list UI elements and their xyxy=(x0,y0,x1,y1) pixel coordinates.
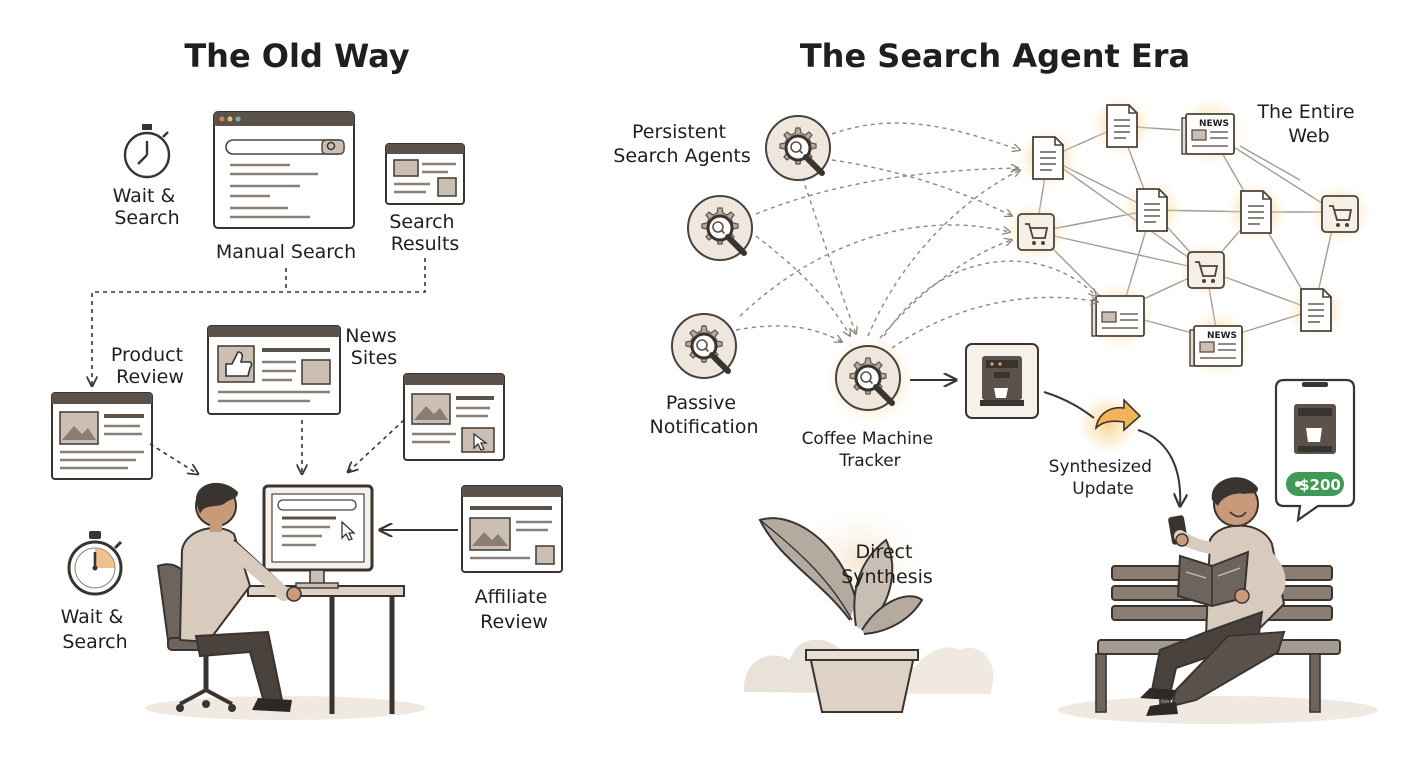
product-review-label: Product Review xyxy=(111,344,189,388)
document-icon xyxy=(1106,104,1138,148)
update-arrow-icon xyxy=(1094,398,1142,432)
search-agent-icon xyxy=(766,116,830,180)
document-icon xyxy=(1240,190,1272,234)
person-at-desk xyxy=(145,482,425,720)
old-way-title: The Old Way xyxy=(184,37,409,75)
update-arrow xyxy=(1043,391,1095,419)
search-results-label: Search Results xyxy=(389,211,460,255)
coffee-machine-icon xyxy=(965,343,1039,419)
stopwatch-icon xyxy=(123,124,171,179)
product-review-window xyxy=(51,392,153,480)
dashed-flow-arrow xyxy=(92,258,426,386)
shopping-cart-icon xyxy=(1187,251,1225,289)
document-icon xyxy=(1032,136,1064,180)
newspaper-icon xyxy=(1091,295,1145,337)
shopping-cart-icon xyxy=(1017,213,1055,251)
wait-search-label-bottom: Wait & Search xyxy=(61,606,130,653)
affiliate-review-label: Affiliate Review xyxy=(475,586,554,633)
agent-era-title: The Search Agent Era xyxy=(800,37,1190,75)
synthesized-update-label: Synthesized Update xyxy=(1049,457,1158,499)
shopping-cart-icon xyxy=(1321,195,1359,233)
manual-search-window xyxy=(213,111,355,229)
price-tag-label: $200 xyxy=(1299,476,1341,494)
info-arrows xyxy=(149,419,458,530)
web-connections xyxy=(1035,125,1337,341)
wait-search-label-top: Wait & Search xyxy=(113,185,182,229)
direct-synthesis-label: Direct Synthesis xyxy=(841,541,933,588)
manual-search-label: Manual Search xyxy=(216,241,356,263)
entire-web-label: The Entire Web xyxy=(1256,101,1360,147)
news-sites-label: News Sites xyxy=(345,325,402,369)
plant-icon xyxy=(743,500,994,713)
news-badge-label: NEWS xyxy=(1207,331,1237,341)
document-icon xyxy=(1300,288,1332,332)
search-agent-icon xyxy=(688,196,752,260)
affiliate-review-window xyxy=(461,485,563,573)
agent-search-paths xyxy=(735,122,1098,349)
search-agent-icon xyxy=(672,314,736,378)
news-sites-window xyxy=(207,325,341,415)
passive-notification-label: Passive Notification xyxy=(649,392,758,438)
reading-person xyxy=(1140,477,1286,716)
smartphone-icon xyxy=(1274,378,1356,523)
stopwatch-icon xyxy=(67,531,123,596)
coffee-tracker-agent-icon xyxy=(836,346,900,410)
browser-window-icon xyxy=(403,373,505,461)
thumbs-up-icon xyxy=(225,351,253,377)
persistent-agents-label: Persistent Search Agents xyxy=(613,121,750,167)
cursor-icon xyxy=(473,432,488,451)
document-icon xyxy=(1136,188,1168,232)
search-results-window xyxy=(385,143,465,205)
coffee-tracker-label: Coffee Machine Tracker xyxy=(802,429,939,471)
news-badge-label: NEWS xyxy=(1199,119,1229,129)
magnifier-icon xyxy=(326,141,336,151)
